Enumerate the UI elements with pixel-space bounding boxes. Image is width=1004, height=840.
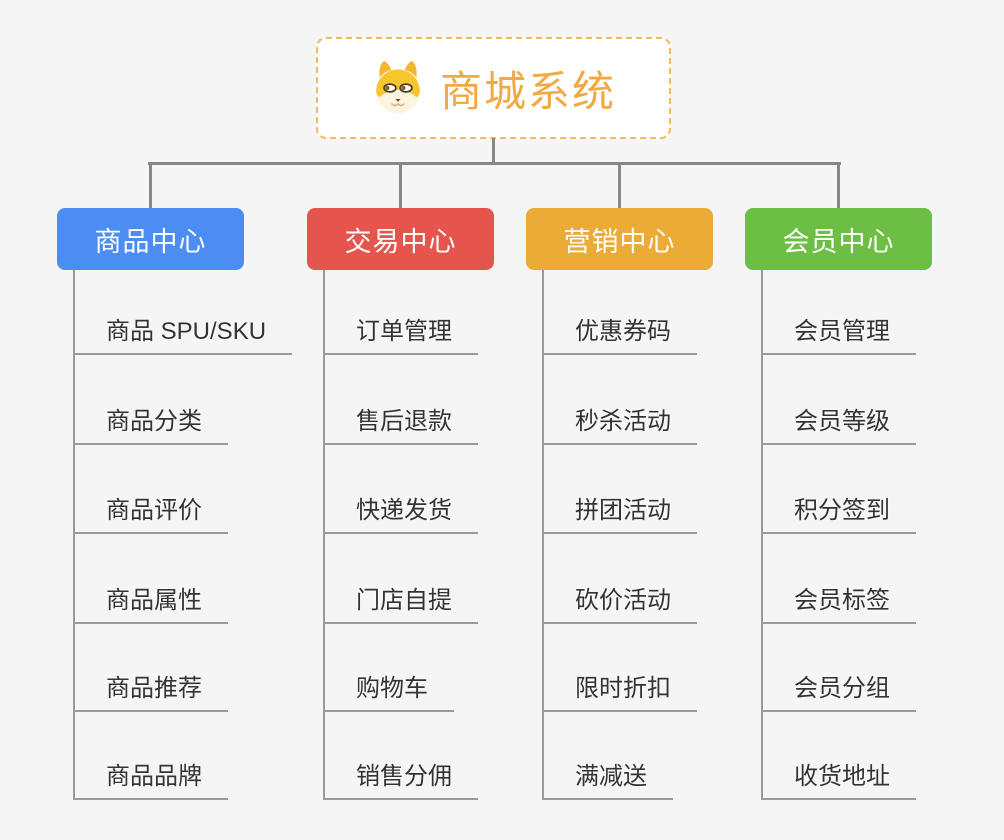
- branch-node-label: 交易中心: [344, 226, 457, 257]
- leaf-topic[interactable]: 砍价活动: [542, 587, 697, 624]
- leaf-topic[interactable]: 商品 SPU/SKU: [73, 318, 293, 355]
- leaf-topic[interactable]: 售后退款: [323, 408, 478, 445]
- leaf-topic[interactable]: 优惠券码: [542, 318, 697, 355]
- branch-spine-line: [542, 270, 544, 800]
- leaf-topic[interactable]: 购物车: [323, 675, 454, 712]
- leaf-topic[interactable]: 快递发货: [323, 497, 478, 534]
- leaf-topic[interactable]: 拼团活动: [542, 497, 697, 534]
- leaf-topic[interactable]: 会员管理: [761, 318, 916, 355]
- leaf-topic[interactable]: 限时折扣: [542, 675, 697, 712]
- leaf-topic[interactable]: 商品品牌: [73, 763, 228, 800]
- branch-node-label: 商品中心: [94, 226, 207, 257]
- branch-member-center: 会员中心 会员管理 会员等级 积分签到 会员标签 会员分组 收货地址: [745, 0, 1004, 840]
- branch-node-marketing-center[interactable]: 营销中心: [526, 208, 713, 270]
- shiba-dog-icon: [376, 61, 420, 114]
- leaf-topic[interactable]: 订单管理: [323, 318, 478, 355]
- branch-node-trade-center[interactable]: 交易中心: [307, 208, 494, 270]
- branch-spine-line: [761, 270, 763, 800]
- leaf-topic[interactable]: 商品推荐: [73, 675, 228, 712]
- leaf-topic[interactable]: 会员标签: [761, 587, 916, 624]
- leaf-topic[interactable]: 商品属性: [73, 587, 228, 624]
- branch-node-label: 营销中心: [563, 226, 676, 257]
- branch-spine-line: [73, 270, 75, 800]
- leaf-topic[interactable]: 秒杀活动: [542, 408, 697, 445]
- branch-spine-line: [323, 270, 325, 800]
- root-topic-title: 商城系统: [439, 67, 616, 115]
- leaf-topic[interactable]: 会员分组: [761, 675, 916, 712]
- root-topic[interactable]: 商城系统: [316, 37, 671, 139]
- branch-trade-center: 交易中心 订单管理 售后退款 快递发货 门店自提 购物车 销售分佣: [307, 0, 567, 840]
- connector-drop: [837, 162, 840, 210]
- leaf-topic[interactable]: 销售分佣: [323, 763, 478, 800]
- branch-node-member-center[interactable]: 会员中心: [745, 208, 932, 270]
- leaf-topic[interactable]: 门店自提: [323, 587, 478, 624]
- leaf-topic[interactable]: 满减送: [542, 763, 673, 800]
- connector-bus-line: [148, 162, 841, 165]
- connector-root-drop: [492, 138, 495, 165]
- leaf-topic[interactable]: 会员等级: [761, 408, 916, 445]
- leaf-topic[interactable]: 收货地址: [761, 763, 916, 800]
- connector-drop: [618, 162, 621, 210]
- leaf-topic[interactable]: 商品评价: [73, 497, 228, 534]
- connector-drop: [149, 162, 152, 210]
- connector-drop: [399, 162, 402, 210]
- leaf-topic[interactable]: 商品分类: [73, 408, 228, 445]
- branch-product-center: 商品中心 商品 SPU/SKU 商品分类 商品评价 商品属性 商品推荐 商品品牌: [57, 0, 317, 840]
- branch-node-product-center[interactable]: 商品中心: [57, 208, 244, 270]
- leaf-topic[interactable]: 积分签到: [761, 497, 916, 534]
- branch-marketing-center: 营销中心 优惠券码 秒杀活动 拼团活动 砍价活动 限时折扣 满减送: [526, 0, 786, 840]
- branch-node-label: 会员中心: [782, 226, 895, 257]
